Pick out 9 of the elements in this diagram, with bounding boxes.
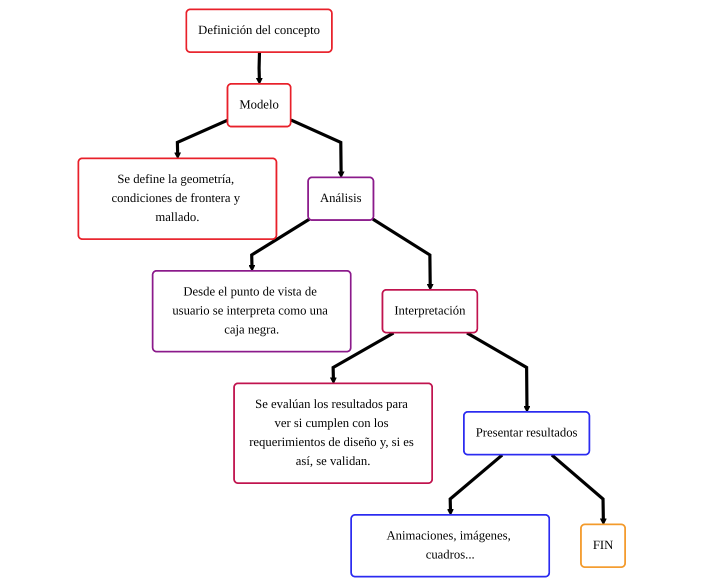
arrow [248,218,310,272]
arrow [372,218,434,291]
arrow [290,118,344,178]
arrow [330,332,394,384]
arrow [256,52,263,85]
arrow [550,454,607,526]
arrow [174,118,228,159]
arrow [466,332,530,413]
arrow [446,454,503,516]
